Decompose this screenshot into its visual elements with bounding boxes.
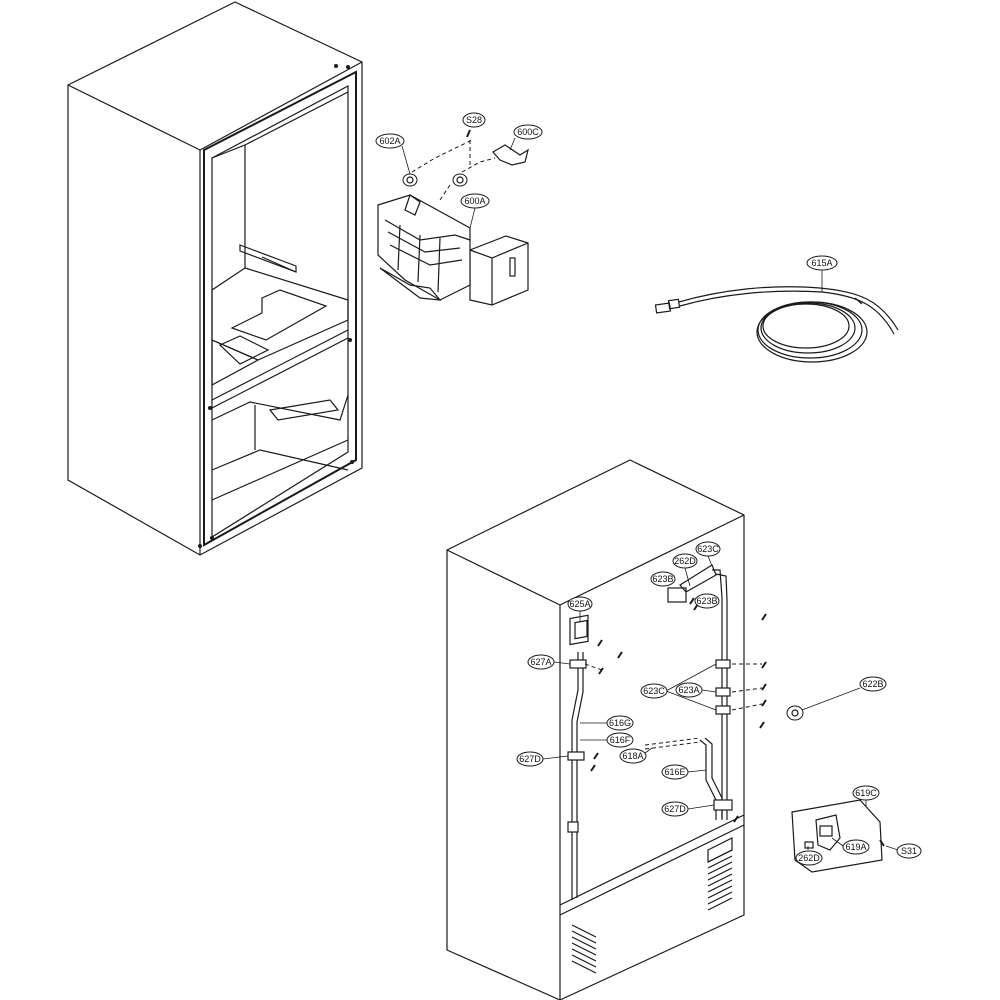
svg-text:627D: 627D xyxy=(519,754,541,764)
callout-623C-mid: 623C xyxy=(640,683,668,699)
callout-627D-right: 627D xyxy=(661,801,689,817)
callout-616F: 616F xyxy=(606,732,634,748)
callout-619A: 619A xyxy=(842,839,870,855)
callout-619C: 619C xyxy=(852,785,880,801)
callout-623C-top: 623C xyxy=(695,541,721,557)
svg-text:623B: 623B xyxy=(696,596,717,606)
svg-text:S31: S31 xyxy=(901,846,917,856)
svg-text:627D: 627D xyxy=(664,804,686,814)
callout-627A: 627A xyxy=(527,654,555,670)
callout-623A: 623A xyxy=(675,682,703,698)
cabinet-front xyxy=(67,1,363,556)
callout-600A: 600A xyxy=(460,193,490,209)
svg-text:S28: S28 xyxy=(466,115,482,125)
water-tube-coil xyxy=(654,286,899,363)
water-valve-assembly xyxy=(791,799,885,873)
valve-622B xyxy=(786,705,804,721)
svg-text:619C: 619C xyxy=(855,788,877,798)
callout-616G: 616G xyxy=(606,715,634,731)
svg-text:600C: 600C xyxy=(517,127,539,137)
callout-616E: 616E xyxy=(661,764,689,780)
svg-text:262D: 262D xyxy=(674,556,696,566)
callout-602A: 602A xyxy=(375,133,405,149)
svg-text:262D: 262D xyxy=(798,853,820,863)
callout-S28: S28 xyxy=(462,112,486,128)
callout-600C: 600C xyxy=(513,124,543,140)
callout-625A: 625A xyxy=(567,596,593,612)
callout-S31: S31 xyxy=(896,843,922,859)
cabinet-rear xyxy=(446,459,767,1000)
ice-maker-assembly xyxy=(377,129,529,306)
callout-262D-bottom: 262D xyxy=(795,850,823,866)
callout-623B-b: 623B xyxy=(694,593,720,609)
svg-text:600A: 600A xyxy=(464,196,485,206)
svg-text:622B: 622B xyxy=(862,679,883,689)
svg-text:615A: 615A xyxy=(811,258,832,268)
svg-text:602A: 602A xyxy=(379,136,400,146)
svg-text:618A: 618A xyxy=(622,751,643,761)
svg-text:623C: 623C xyxy=(643,686,665,696)
rear-vent-right xyxy=(707,837,733,911)
callout-615A: 615A xyxy=(806,255,838,271)
svg-text:616F: 616F xyxy=(610,735,631,745)
callout-262D-top: 262D xyxy=(672,553,698,569)
rear-vent-left xyxy=(571,924,597,974)
callout-627D-left: 627D xyxy=(516,751,544,767)
callout-623B-a: 623B xyxy=(650,571,676,587)
svg-text:619A: 619A xyxy=(845,842,866,852)
svg-text:616G: 616G xyxy=(609,718,631,728)
svg-text:623B: 623B xyxy=(652,574,673,584)
svg-text:616E: 616E xyxy=(664,767,685,777)
svg-text:623C: 623C xyxy=(697,544,719,554)
svg-text:627A: 627A xyxy=(530,657,551,667)
callout-622B: 622B xyxy=(859,676,887,692)
svg-text:623A: 623A xyxy=(678,685,699,695)
rear-screws xyxy=(590,597,767,823)
svg-text:625A: 625A xyxy=(569,599,590,609)
callout-618A: 618A xyxy=(619,748,647,764)
